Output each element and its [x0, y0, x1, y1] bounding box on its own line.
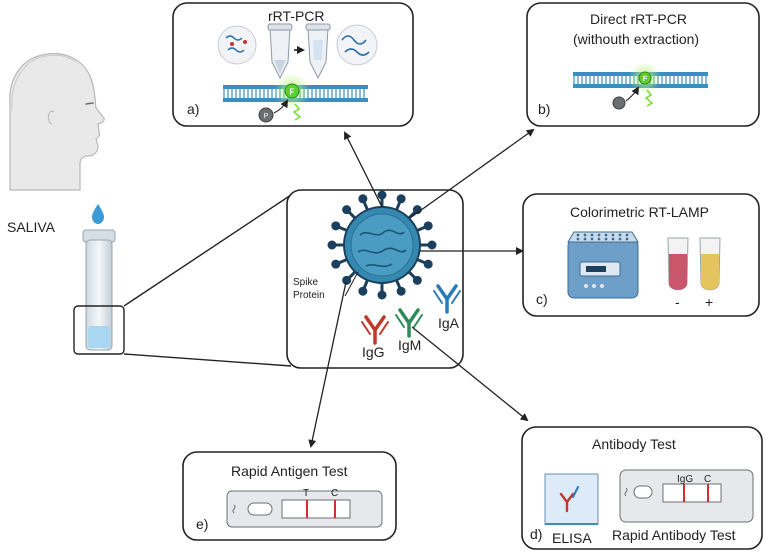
elisa-well-icon [544, 473, 599, 525]
thermocycler-well [597, 237, 601, 241]
spike-head [331, 221, 341, 231]
thermocycler-well [604, 233, 608, 237]
zoom-line-top [123, 194, 292, 307]
quencher-icon [612, 96, 626, 110]
positive-label: + [705, 294, 714, 310]
antibody-band-igg: IgG [677, 474, 694, 485]
igm-antibody-icon [395, 308, 423, 338]
spike-head [342, 275, 352, 285]
panel-d-title: Antibody Test [592, 436, 676, 452]
pcr-tube-icon [267, 23, 293, 80]
spike-protein-label: Spike Protein [293, 277, 325, 301]
spike-head [423, 221, 433, 231]
spike-head [358, 286, 368, 296]
thermocycler-well [604, 237, 608, 241]
panel-a-title: rRT-PCR [268, 8, 325, 24]
iga-label: IgA [438, 315, 460, 331]
panel-b-title-line1: Direct rRT-PCR [590, 11, 687, 27]
spike-head [342, 205, 352, 215]
spike-head [396, 286, 406, 296]
signal-wave-icon [644, 89, 654, 107]
panel-b-letter: b) [538, 101, 551, 117]
igg-antibody-icon [361, 315, 389, 345]
thermocycler-well [583, 237, 587, 241]
spike-head [327, 240, 337, 250]
antibody-band-c: C [704, 474, 712, 485]
spike-head [412, 275, 422, 285]
panel-b-probe-letter: F [643, 76, 648, 83]
human-head-icon [9, 53, 105, 191]
negative-label: - [675, 294, 680, 310]
spike-head [427, 240, 437, 250]
arrow-to-a [344, 131, 383, 208]
panel-b-title-line2: (withouth extraction) [573, 31, 700, 47]
panel-c-letter: c) [536, 291, 548, 307]
rapid-antigen-cassette-icon [226, 490, 383, 528]
panel-a-quencher-letter: P [264, 113, 269, 120]
antigen-band-t: T [303, 488, 310, 499]
spike-head [377, 290, 387, 300]
panel-d-letter: d) [530, 526, 543, 542]
spike-pointer-line [344, 271, 359, 297]
thermocycler-well [618, 237, 622, 241]
collection-tube-icon [82, 229, 116, 351]
signal-wave-icon [292, 103, 302, 121]
fluorophore-probe-icon [638, 71, 652, 85]
negative-tube-icon [667, 237, 689, 291]
thermocycler-well [583, 233, 587, 237]
thermocycler-well [618, 233, 622, 237]
arrow-to-d [411, 326, 529, 422]
spike-head [331, 259, 341, 269]
spike-head [396, 194, 406, 204]
arrow-to-b [409, 128, 535, 219]
panel-e-letter: e) [196, 516, 209, 532]
rapid-antibody-label: Rapid Antibody Test [612, 527, 736, 543]
sars-cov-2-virus-icon [327, 190, 437, 300]
release-arrow-icon [625, 86, 640, 102]
thermocycler-well [597, 233, 601, 237]
panel-a-probe-letter: F [290, 88, 295, 97]
spike-head [358, 194, 368, 204]
zoom-line-bottom [123, 353, 292, 367]
positive-tube-icon [699, 237, 721, 291]
elisa-label: ELISA [552, 530, 592, 546]
rapid-antibody-cassette-icon [619, 469, 754, 523]
thermocycler-well [590, 237, 594, 241]
igm-label: IgM [398, 337, 422, 353]
arrow-to-e [308, 281, 347, 448]
saliva-drop-icon [92, 204, 104, 224]
thermocycler-icon [567, 231, 639, 299]
spike-head [377, 190, 387, 200]
thermocycler-well [625, 237, 629, 241]
quencher-icon [258, 107, 274, 123]
igg-label: IgG [362, 344, 385, 360]
panel-c-title: Colorimetric RT-LAMP [570, 204, 709, 220]
fluorophore-probe-icon [284, 83, 300, 99]
thermocycler-well [611, 237, 615, 241]
zoom-frame-small [73, 305, 125, 355]
pcr-tube-icon [305, 23, 331, 80]
antigen-band-c: C [331, 488, 339, 499]
panel-a-letter: a) [187, 101, 200, 117]
release-arrow-icon [273, 99, 289, 114]
spike-head [423, 259, 433, 269]
thermocycler-well [590, 233, 594, 237]
thermocycler-well [576, 233, 580, 237]
thermocycler-well [576, 237, 580, 241]
thermocycler-well [611, 233, 615, 237]
thermocycler-well [625, 233, 629, 237]
saliva-label: SALIVA [7, 219, 55, 235]
extracted-rna-icon [336, 24, 378, 66]
panel-e-title: Rapid Antigen Test [231, 463, 348, 479]
viral-rna-sample-icon [217, 25, 257, 65]
iga-antibody-icon [433, 284, 461, 314]
